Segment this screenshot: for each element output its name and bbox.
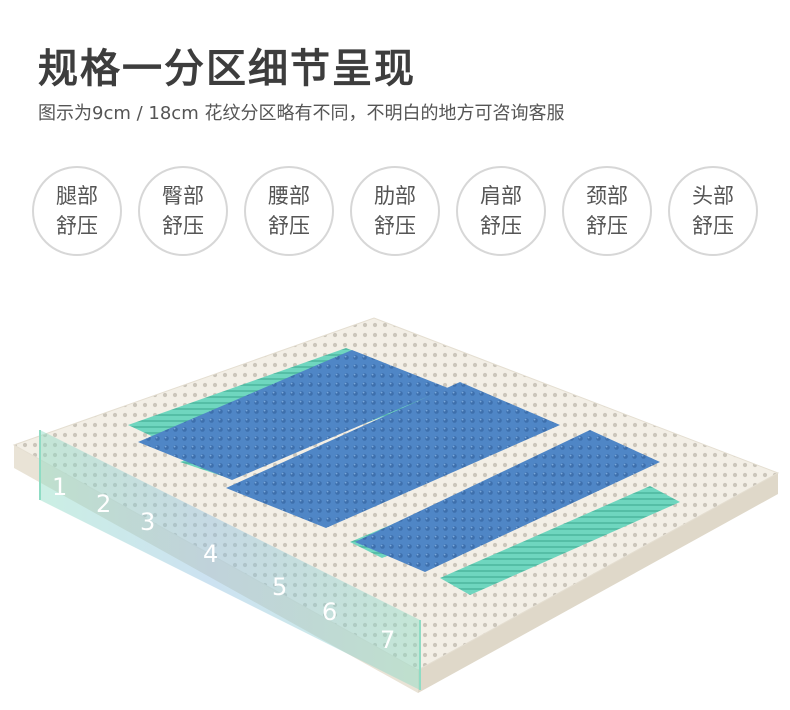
zone-number-1: 1 [52,473,67,501]
page-subtitle: 图示为9cm / 18cm 花纹分区略有不同，不明白的地方可咨询客服 [38,103,565,124]
zone-label: 臀部 [162,184,204,208]
zone-sublabel: 舒压 [586,214,628,238]
mattress-illustration: 1 2 3 4 5 6 7 [0,290,790,710]
blue-zone-hip [355,430,660,572]
zone-sublabel: 舒压 [480,214,522,238]
zone-sublabel: 舒压 [56,214,98,238]
zone-number-5: 5 [272,573,287,601]
zone-circle-rib: 肋部 舒压 [350,166,440,256]
zone-label: 腿部 [56,184,98,208]
mint-zone-leg [440,486,680,595]
section-overlay [40,430,420,690]
zone-label: 肋部 [374,184,416,208]
zone-number-2: 2 [96,490,111,518]
blue-zone-shoulder [138,350,448,480]
zone-sublabel: 舒压 [374,214,416,238]
mattress-right-edge [418,473,778,693]
zone-number-6: 6 [322,598,337,626]
zone-label: 颈部 [586,184,628,208]
page-title: 规格一分区细节呈现 [38,46,416,92]
zone-label: 头部 [692,184,734,208]
zone-circle-head: 头部 舒压 [668,166,758,256]
blue-zone-rib [226,382,560,528]
zone-sublabel: 舒压 [162,214,204,238]
mattress-svg: 1 2 3 4 5 6 7 [12,317,780,693]
zone-number-7: 7 [380,626,395,654]
zone-circles: 腿部 舒压 臀部 舒压 腰部 舒压 肋部 舒压 肩部 舒压 颈部 舒压 头部 舒… [32,166,762,256]
zone-circle-neck: 颈部 舒压 [562,166,652,256]
zone-circle-waist: 腰部 舒压 [244,166,334,256]
zone-circle-hip: 臀部 舒压 [138,166,228,256]
zone-sublabel: 舒压 [268,214,310,238]
zone-circle-shoulder: 肩部 舒压 [456,166,546,256]
zone-sublabel: 舒压 [692,214,734,238]
zone-label: 肩部 [480,184,522,208]
zone-label: 腰部 [268,184,310,208]
zone-number-3: 3 [140,508,155,536]
zone-circle-leg: 腿部 舒压 [32,166,122,256]
zone-number-4: 4 [203,540,218,568]
